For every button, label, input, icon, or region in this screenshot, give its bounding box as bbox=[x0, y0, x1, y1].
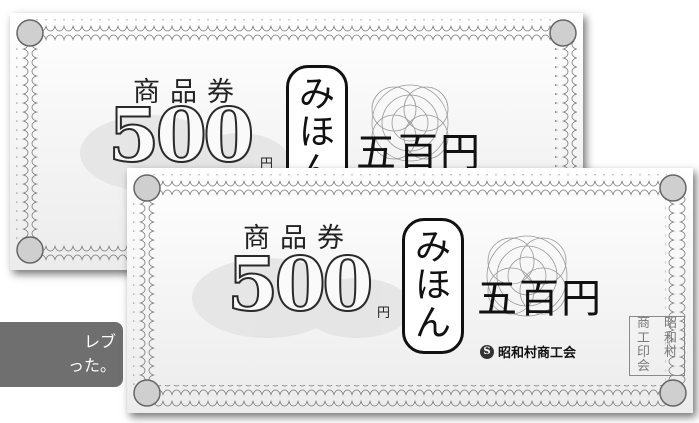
caption-line-1: レブ bbox=[83, 332, 116, 351]
sample-char-1: み bbox=[298, 74, 335, 116]
sample-char-1: み bbox=[414, 227, 451, 269]
amount-digits: 500 bbox=[226, 241, 374, 329]
caption-line-2: った。 bbox=[67, 356, 116, 375]
seal-char: 印 bbox=[636, 345, 650, 360]
voucher-front: 商品券 500 円 み ほ ん 五百円 S 昭和村商工会 商 昭 工 和 印 村… bbox=[127, 168, 693, 413]
official-seal: 商 昭 工 和 印 村 会 bbox=[629, 316, 685, 376]
caption-box: レブ った。 bbox=[0, 322, 123, 387]
issuer-logo-icon: S bbox=[480, 344, 494, 359]
seal-char: 村 bbox=[663, 345, 677, 360]
seal-char: 会 bbox=[636, 359, 650, 375]
sample-mark: み ほ ん bbox=[402, 218, 464, 354]
amount-kanji: 五百円 bbox=[477, 276, 603, 322]
voucher-title: 商品券 bbox=[133, 77, 244, 108]
sample-char-3: ん bbox=[414, 302, 451, 344]
amount-unit: 円 bbox=[377, 306, 391, 321]
seal-char: 工 bbox=[636, 330, 650, 346]
seal-char: 商 bbox=[636, 316, 650, 332]
sample-char-2: ほ bbox=[298, 112, 335, 154]
amount-digits: 500 bbox=[107, 92, 255, 180]
issuer-name: S 昭和村商工会 bbox=[480, 342, 576, 361]
voucher-title: 商品券 bbox=[243, 223, 354, 254]
guilloche-frame bbox=[133, 174, 687, 407]
seal-char: 和 bbox=[663, 330, 677, 346]
seal-char: 昭 bbox=[663, 316, 677, 332]
sample-char-2: ほ bbox=[414, 265, 451, 307]
issuer-label: 昭和村商工会 bbox=[498, 346, 577, 361]
